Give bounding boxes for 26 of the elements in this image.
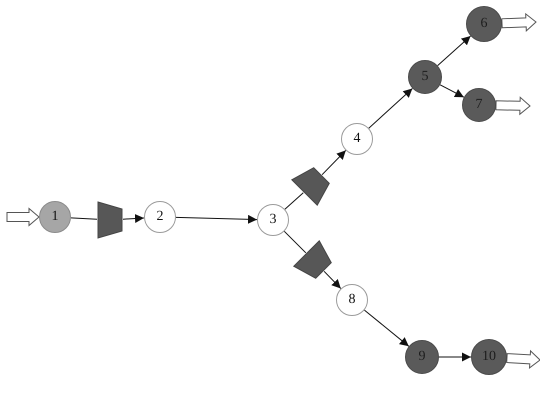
arrow [437, 36, 472, 66]
numbered-circle: 9 [405, 340, 439, 374]
numbered-circle: 3 [257, 204, 289, 236]
numbered-circle: 10 [471, 339, 507, 375]
numbered-circle: 2 [144, 201, 176, 233]
numbered-circle: 5 [408, 60, 442, 94]
connector-line [70, 217, 98, 220]
hollow-arrow [506, 350, 540, 369]
numbered-circle: 6 [466, 6, 502, 42]
arrow [122, 214, 144, 223]
arrow [440, 84, 464, 98]
arrow [364, 310, 410, 347]
arrow [368, 88, 413, 129]
hollow-arrow [495, 96, 531, 116]
connector-line [284, 192, 304, 210]
arrow [324, 270, 342, 289]
hollow-arrow [6, 207, 40, 227]
numbered-circle: 4 [341, 123, 373, 155]
numbered-circle: 8 [336, 284, 368, 316]
numbered-circle: 1 [39, 201, 71, 233]
numbered-circle: 7 [462, 88, 496, 122]
arrow [176, 214, 258, 224]
connector-line [284, 230, 306, 254]
hollow-arrow [501, 12, 537, 32]
arrow [322, 150, 346, 176]
arrow [438, 352, 472, 362]
